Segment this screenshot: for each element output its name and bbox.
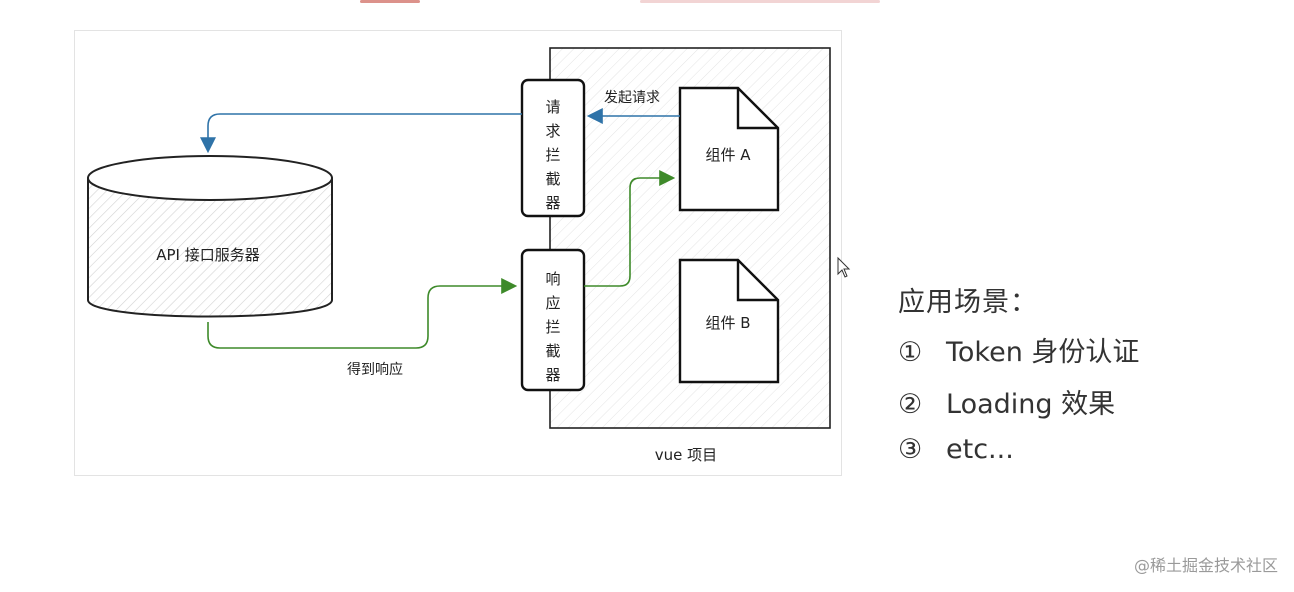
get-response-label: 得到响应 [347, 361, 403, 378]
request-interceptor-box: 请求拦截器 [520, 78, 586, 218]
response-interceptor-box: 响应拦截器 [520, 248, 586, 392]
component-a-label: 组件 A [705, 146, 751, 164]
mouse-pointer-icon [837, 256, 851, 278]
component-a-document: 组件 A [678, 86, 780, 212]
use-case-text: Loading 效果 [946, 389, 1116, 420]
component-b-label: 组件 B [705, 314, 750, 332]
use-case-text: Token 身份认证 [946, 337, 1140, 368]
use-case-item-1: ① Token 身份认证 [898, 330, 1139, 369]
response-to-component-arrow [584, 170, 676, 287]
watermark: @稀土掘金技术社区 [1133, 556, 1278, 575]
request-to-server-arrow [200, 113, 522, 154]
server-to-response-arrow [207, 278, 518, 349]
use-case-marker: ① [898, 337, 923, 368]
send-request-label: 发起请求 [604, 90, 660, 106]
use-case-item-3: ③ etc... [898, 434, 1014, 465]
api-server-label: API 接口服务器 [156, 246, 260, 264]
use-case-marker: ② [898, 389, 923, 420]
request-interceptor-label: 请求拦截器 [545, 98, 560, 212]
use-case-item-2: ② Loading 效果 [898, 382, 1115, 421]
response-interceptor-label: 响应拦截器 [545, 270, 560, 384]
use-case-marker: ③ [898, 434, 923, 465]
vue-project-label: vue 项目 [655, 446, 717, 464]
component-b-document: 组件 B [678, 258, 780, 384]
api-server-cylinder: API 接口服务器 [87, 155, 333, 318]
use-cases-title: 应用场景： [898, 287, 1038, 318]
use-case-text: etc... [946, 434, 1014, 465]
cropped-header-strip [0, 0, 1294, 4]
